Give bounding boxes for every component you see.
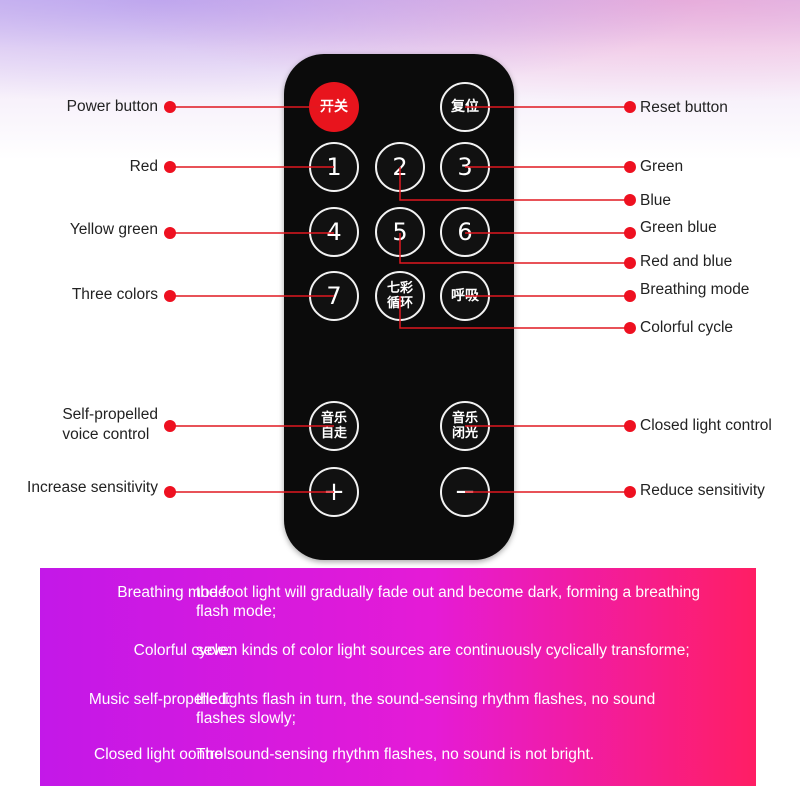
description-panel: Breathing mode: the foot light will grad… <box>40 568 756 786</box>
label-yellow-green: Yellow green <box>69 221 158 238</box>
button-5[interactable]: 5 <box>375 207 425 257</box>
label-power-button: Power button <box>66 98 158 115</box>
label-red-and-blue: Red and blue <box>640 253 733 270</box>
label-reduce-sensitivity: Reduce sensitivity <box>640 482 765 499</box>
label-reset-button: Reset button <box>640 99 728 116</box>
label-blue: Blue <box>640 192 672 209</box>
label-red: Red <box>129 158 158 175</box>
label-green-blue: Green blue <box>640 219 717 236</box>
label-breathing-mode: Breathing mode <box>640 281 750 298</box>
button-4[interactable]: 4 <box>309 207 359 257</box>
label-three-colors: Three colors <box>71 286 158 303</box>
label-colorful-cycle: Colorful cycle <box>640 319 734 336</box>
label-self-propelled: Self-propelled voice control <box>62 406 158 443</box>
button-6[interactable]: 6 <box>440 207 490 257</box>
label-closed-light-control: Closed light control <box>640 417 772 434</box>
label-increase-sensitivity: Increase sensitivity <box>27 479 158 496</box>
label-green: Green <box>640 158 684 175</box>
